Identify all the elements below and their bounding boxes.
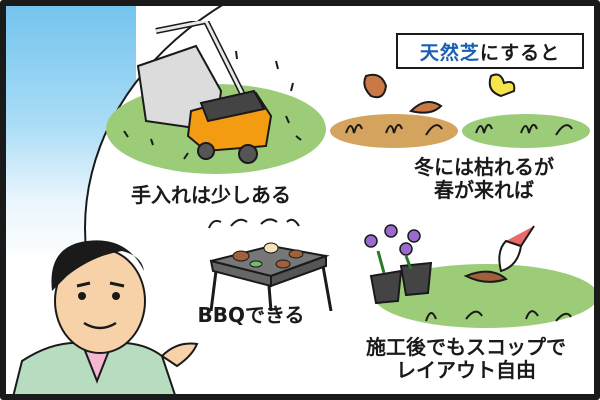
layout-caption-line1: 施工後でもスコップで	[366, 335, 566, 359]
season-caption-line2: 春が来れば	[434, 178, 534, 202]
seasonal-grass-icon	[330, 73, 590, 148]
bbq-caption: BBQできる	[197, 303, 305, 327]
layout-caption: 施工後でもスコップで レイアウト自由	[341, 336, 591, 382]
season-caption: 冬には枯れるが 春が来れば	[384, 156, 584, 202]
mower-caption: 手入れは少しある	[131, 183, 291, 207]
title-rest-text: にすると	[479, 41, 561, 64]
bbq-grill-icon	[208, 218, 333, 311]
layout-caption-line2: レイアウト自由	[396, 358, 536, 382]
panel-title: 天然芝 にすると	[396, 33, 584, 69]
lawn-mower-icon	[106, 21, 326, 174]
title-accent-text: 天然芝	[419, 41, 480, 64]
presenter-man-illustration	[12, 240, 199, 394]
season-caption-line1: 冬には枯れるが	[414, 155, 554, 179]
trowel-planting-icon	[364, 224, 594, 328]
